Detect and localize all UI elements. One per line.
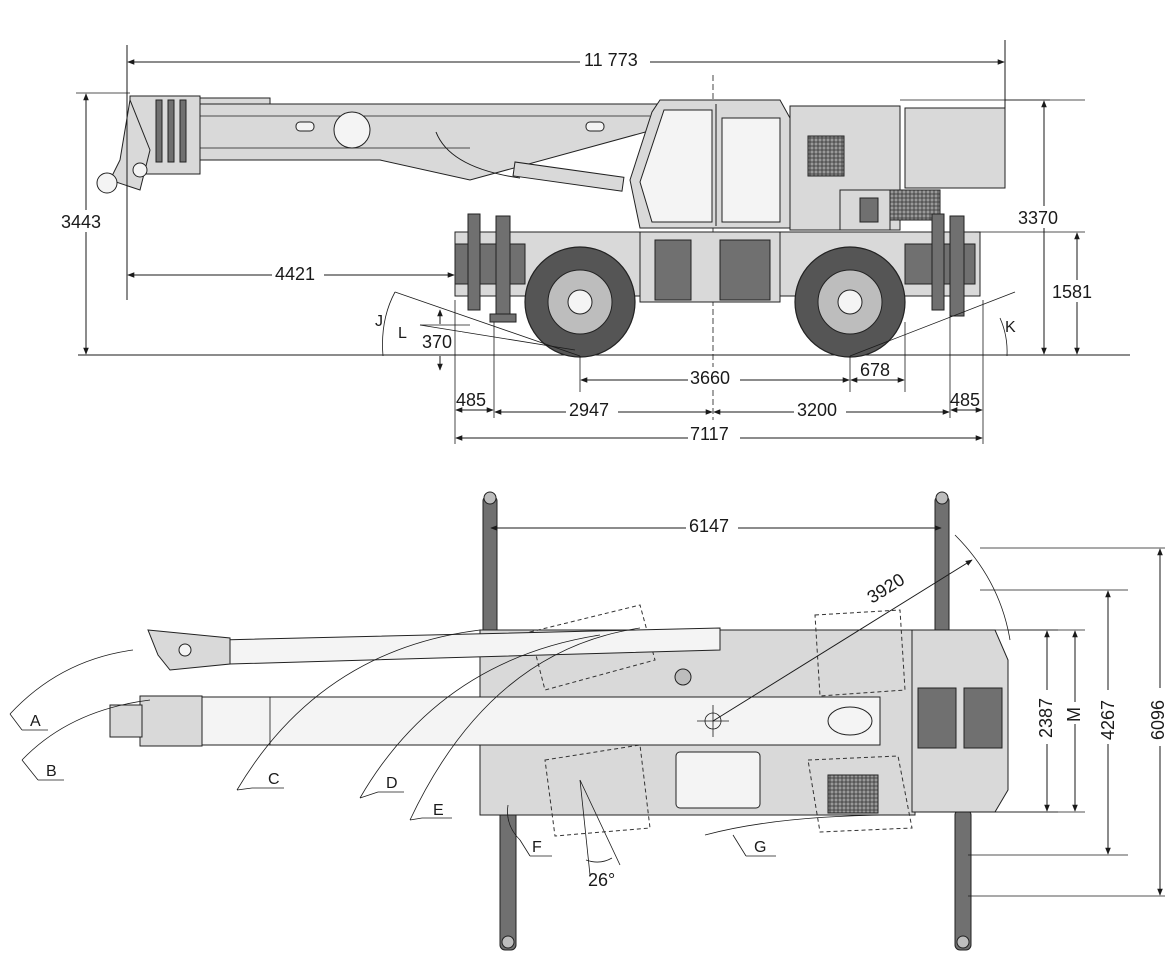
dim-chassis-height: 1581 [1052, 282, 1092, 302]
turn-label-f: F [532, 839, 542, 856]
rear-wheel [794, 246, 906, 358]
dim-centre-to-rear: 3200 [797, 400, 837, 420]
dim-track-width: 2387 [1036, 698, 1056, 738]
dim-rear-offset: 678 [860, 360, 890, 380]
dim-boom-overhang: 4421 [275, 264, 315, 284]
dim-width-m: M [1064, 707, 1084, 722]
dim-boom-height: 3443 [61, 212, 101, 232]
operator-cab [629, 99, 791, 229]
dim-overall-length: 11 773 [584, 50, 638, 70]
superstructure [789, 99, 1085, 231]
turn-label-b: B [46, 763, 57, 780]
dim-ground-clearance: 370 [422, 332, 452, 352]
dim-rear-outrigger-offset: 485 [950, 390, 980, 410]
dim-chassis-length: 7117 [690, 424, 729, 444]
turn-label-d: D [386, 775, 398, 792]
turn-label-c: C [268, 771, 280, 788]
dim-steer-angle: 26° [588, 870, 615, 890]
outrigger-beams [482, 491, 972, 951]
dim-front-outrigger-offset: 485 [456, 390, 486, 410]
side-view: J L K 11 773 3443 4421 3370 1581 370 [58, 40, 1130, 447]
main-boom-top [109, 695, 881, 747]
dim-wheelbase: 3660 [690, 368, 730, 388]
angle-label-l: L [398, 325, 407, 342]
dim-front-axle-to-centre: 2947 [569, 400, 609, 420]
dim-outrigger-mid-width: 4267 [1098, 700, 1118, 740]
turn-label-g: G [754, 839, 766, 856]
dim-tail-swing-radius: 3920 [864, 569, 909, 607]
turn-label-e: E [433, 802, 444, 819]
top-view: A B C D E F G 26° 6147 3920 [9, 491, 1170, 951]
front-wheel [524, 246, 636, 358]
turn-label-a: A [30, 713, 41, 730]
angle-label-k: K [1005, 319, 1016, 336]
dim-outrigger-full-width: 6096 [1148, 700, 1168, 740]
dim-outrigger-span-length: 6147 [689, 516, 729, 536]
crane-boom [96, 95, 661, 194]
angle-label-j: J [375, 313, 383, 330]
slewed-boom-top [147, 627, 721, 686]
dim-cab-height: 3370 [1018, 208, 1058, 228]
